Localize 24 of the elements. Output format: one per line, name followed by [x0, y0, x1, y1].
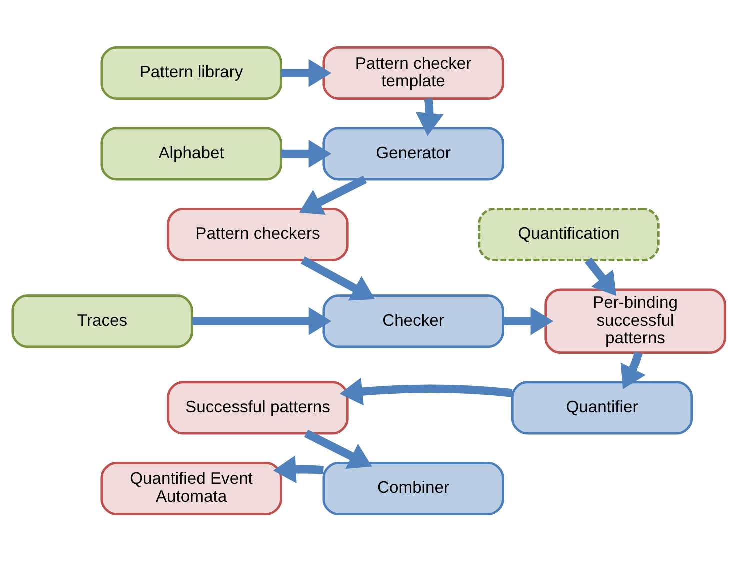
arrow [416, 98, 444, 136]
node-box: Successful patterns [167, 380, 349, 434]
arrow [273, 455, 324, 483]
node-box: Pattern checker template [322, 46, 504, 100]
node-box: Pattern checkers [167, 208, 349, 261]
node-box: Quantification [478, 208, 660, 261]
node-box: Quantifier [511, 380, 694, 434]
node-box: Quantified Event Automata [100, 462, 282, 515]
node-box: Generator [322, 126, 504, 180]
arrow [584, 257, 616, 296]
arrow [301, 256, 376, 300]
arrow [340, 377, 513, 406]
node-box: Alphabet [100, 126, 282, 180]
arrow [503, 306, 554, 335]
node-box: Checker [322, 294, 504, 348]
arrow [192, 306, 332, 335]
node-box: Traces [12, 294, 194, 348]
arrow [620, 351, 646, 389]
arrow [281, 140, 332, 168]
arrow [281, 58, 332, 87]
node-box: Per-binding successful patterns [544, 288, 726, 354]
node-box: Combiner [322, 462, 504, 515]
node-box: Pattern library [100, 46, 282, 100]
arrow [299, 175, 368, 214]
